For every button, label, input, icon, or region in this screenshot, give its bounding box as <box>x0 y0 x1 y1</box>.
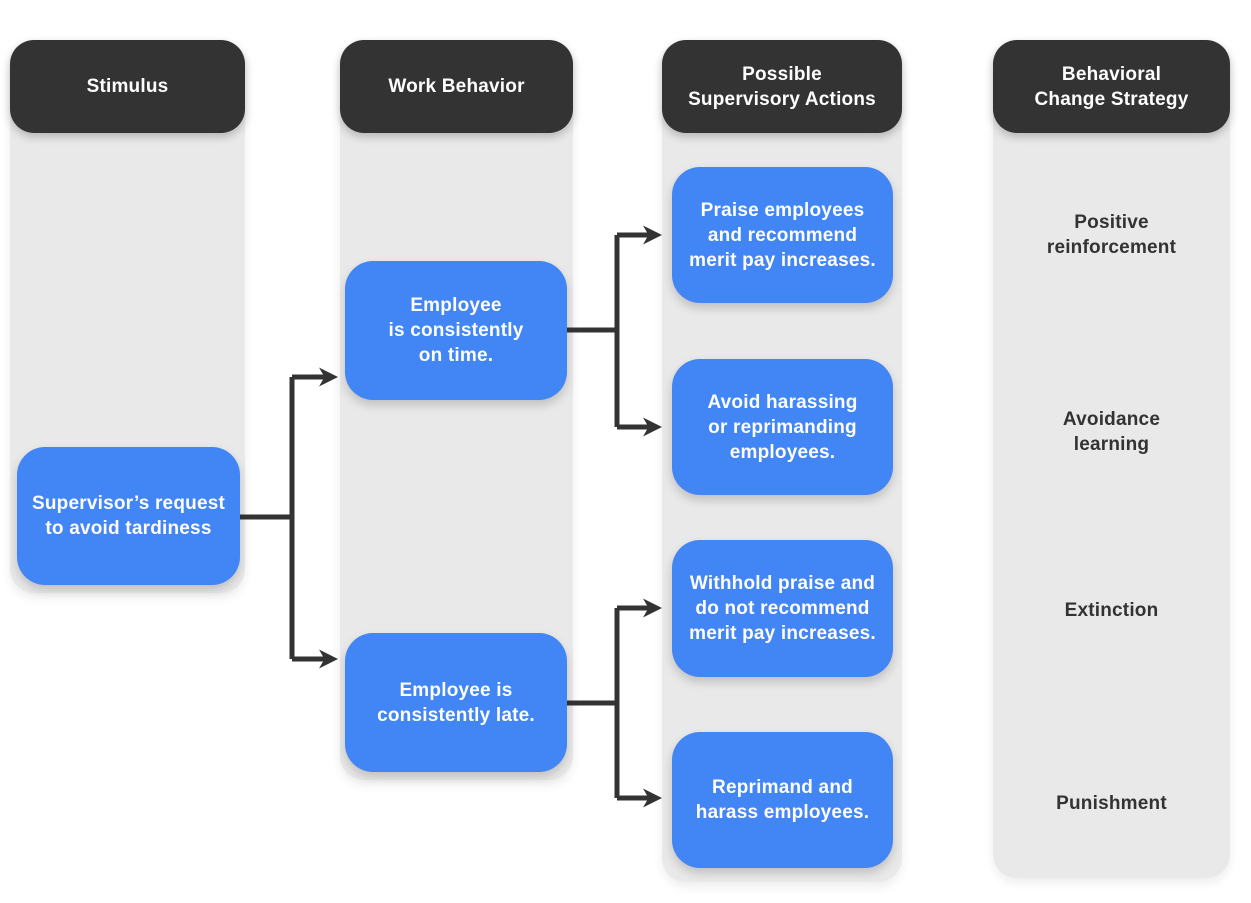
node-behavior-on-time: Employee is consistently on time. <box>345 261 567 400</box>
strategy-avoidance-learning: Avoidance learning <box>1062 409 1161 455</box>
strategy-punishment: Punishment <box>1056 792 1167 814</box>
strategy-positive-reinforcement: Positive reinforcement <box>1046 212 1177 258</box>
arrowhead-icon <box>643 225 662 245</box>
node-action-praise: Praise employees and recommend merit pay… <box>672 167 893 303</box>
column-header-change-strategy: Behavioral Change Strategy <box>993 40 1230 133</box>
fork-late-to-actions <box>567 598 662 808</box>
column-header-work-behavior: Work Behavior <box>340 40 573 133</box>
node-action-avoid-harassing: Avoid harassing or reprimanding employee… <box>672 359 893 495</box>
strategy-extinction: Extinction <box>1064 599 1159 621</box>
node-action-withhold-praise: Withhold praise and do not recommend mer… <box>672 540 893 677</box>
arrowhead-icon <box>643 598 662 618</box>
arrowhead-icon <box>319 367 338 387</box>
node-action-reprimand: Reprimand and harass employees. <box>672 732 893 868</box>
arrowhead-icon <box>319 649 338 669</box>
column-header-supervisory-actions: Possible Supervisory Actions <box>662 40 902 133</box>
fork-stimulus-to-behavior <box>240 367 338 669</box>
node-behavior-late: Employee is consistently late. <box>345 633 567 772</box>
column-header-stimulus: Stimulus <box>10 40 245 133</box>
column-bg-change-strategy <box>993 40 1230 878</box>
arrowhead-icon <box>643 788 662 808</box>
arrowhead-icon <box>643 417 662 437</box>
node-stimulus-request: Supervisor’s request to avoid tardiness <box>17 447 240 585</box>
fork-on-time-to-actions <box>567 225 662 437</box>
